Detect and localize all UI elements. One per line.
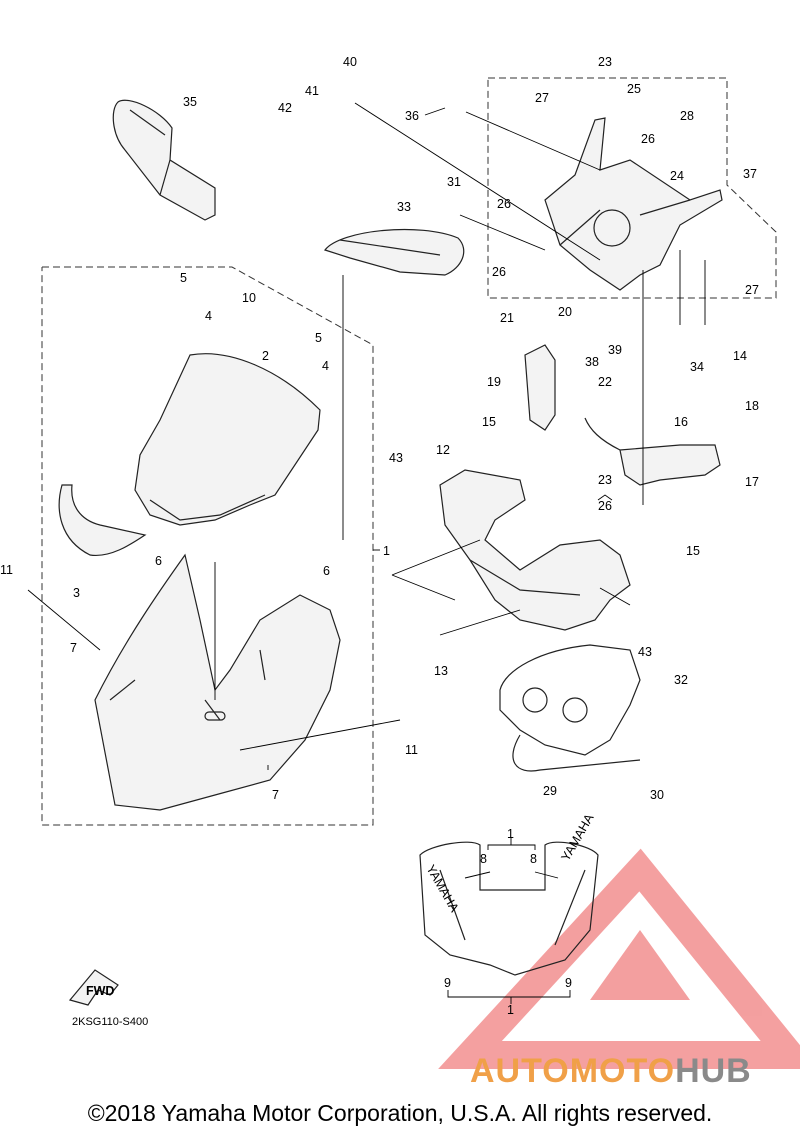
callout-13: 13 bbox=[434, 664, 448, 678]
inner-panel-part bbox=[58, 484, 147, 557]
callout-6-a: 6 bbox=[155, 554, 162, 568]
callout-40: 40 bbox=[343, 55, 357, 69]
callout-10: 10 bbox=[242, 291, 256, 305]
assembly-box-1 bbox=[41, 266, 374, 826]
callout-2: 2 bbox=[262, 349, 269, 363]
callout-3: 3 bbox=[73, 586, 80, 600]
sensor-bracket-part bbox=[584, 417, 721, 486]
callout-5-b: 5 bbox=[315, 331, 322, 345]
callout-1-c: 1 bbox=[507, 1003, 514, 1017]
brand-text-a: AUTOMOTO bbox=[470, 1052, 676, 1090]
callout-35: 35 bbox=[183, 95, 197, 109]
callout-6-b: 6 bbox=[323, 564, 330, 578]
callout-39: 39 bbox=[608, 343, 622, 357]
watermark-logo bbox=[438, 848, 800, 1069]
callout-29: 29 bbox=[543, 784, 557, 798]
callout-23-top: 23 bbox=[598, 55, 612, 69]
callout-14: 14 bbox=[733, 349, 747, 363]
callout-15-b: 15 bbox=[686, 544, 700, 558]
air-duct-part bbox=[524, 344, 556, 431]
upper-cowling-part bbox=[94, 553, 341, 811]
decal-yamaha-text-left: YAMAHA bbox=[423, 863, 461, 915]
exploded-parts-diagram: YAMAHA YAMAHA FWD 35 40 4 bbox=[0, 55, 800, 1069]
callout-38: 38 bbox=[585, 355, 599, 369]
callout-22: 22 bbox=[598, 375, 612, 389]
leader-lines bbox=[27, 102, 706, 1004]
callout-43-a: 43 bbox=[389, 451, 403, 465]
callout-5-a: 5 bbox=[180, 271, 187, 285]
callout-17: 17 bbox=[745, 475, 759, 489]
callout-labels: 35 40 41 42 36 23 27 25 28 26 24 37 31 3… bbox=[0, 55, 759, 1017]
callout-9-a: 9 bbox=[444, 976, 451, 990]
callout-11-b: 11 bbox=[405, 743, 418, 757]
callout-34: 34 bbox=[690, 360, 704, 374]
callout-27-bottom: 27 bbox=[745, 283, 759, 297]
callout-24: 24 bbox=[670, 169, 684, 183]
callout-18: 18 bbox=[745, 399, 759, 413]
callout-26-a: 26 bbox=[641, 132, 655, 146]
callout-30: 30 bbox=[650, 788, 664, 802]
callout-1-a: 1 bbox=[383, 544, 390, 558]
fwd-label: FWD bbox=[86, 984, 114, 998]
callout-31: 31 bbox=[447, 175, 461, 189]
callout-16: 16 bbox=[674, 415, 688, 429]
assembly-box-23 bbox=[487, 77, 777, 299]
mirror-part bbox=[112, 99, 216, 221]
callout-15-a: 15 bbox=[482, 415, 496, 429]
callout-9-b: 9 bbox=[565, 976, 572, 990]
callout-42: 42 bbox=[278, 101, 292, 115]
callout-21: 21 bbox=[500, 311, 514, 325]
watermark-brand: AUTOMOTOHUB bbox=[470, 1052, 752, 1091]
brand-text-b: HUB bbox=[675, 1052, 752, 1090]
callout-7-a: 7 bbox=[70, 641, 77, 655]
callout-41: 41 bbox=[305, 84, 319, 98]
callout-4-a: 4 bbox=[205, 309, 212, 323]
callout-12: 12 bbox=[436, 443, 450, 457]
callout-28: 28 bbox=[680, 109, 694, 123]
callout-8-a: 8 bbox=[480, 852, 487, 866]
callout-25: 25 bbox=[627, 82, 641, 96]
callout-8-b: 8 bbox=[530, 852, 537, 866]
callout-33: 33 bbox=[397, 200, 411, 214]
callout-11-a: 11 bbox=[0, 563, 13, 577]
callout-20: 20 bbox=[558, 305, 572, 319]
callout-23-mid: 23 bbox=[598, 473, 612, 487]
callout-37: 37 bbox=[743, 167, 757, 181]
callout-7-b: 7 bbox=[272, 788, 279, 802]
copyright-footer: ©2018 Yamaha Motor Corporation, U.S.A. A… bbox=[87, 1100, 713, 1126]
part-code: 2KSG110-S400 bbox=[72, 1016, 149, 1028]
turn-signal-part bbox=[324, 228, 465, 276]
windscreen-part bbox=[134, 353, 321, 526]
callout-26-b: 26 bbox=[497, 197, 511, 211]
fwd-arrow: FWD bbox=[68, 969, 119, 1006]
callout-26-d: 26 bbox=[598, 499, 612, 513]
callout-19: 19 bbox=[487, 375, 501, 389]
headlight-unit-part bbox=[499, 644, 641, 772]
callout-43-b: 43 bbox=[638, 645, 652, 659]
callout-1-b: 1 bbox=[507, 827, 514, 841]
callout-4-b: 4 bbox=[322, 359, 329, 373]
bracket-assembly-part bbox=[544, 117, 723, 291]
decal-yamaha-text-right: YAMAHA bbox=[558, 811, 596, 863]
inner-bracket-panel-part bbox=[439, 469, 631, 631]
callout-26-c: 26 bbox=[492, 265, 506, 279]
callout-32: 32 bbox=[674, 673, 688, 687]
callout-36: 36 bbox=[405, 109, 419, 123]
callout-27-top: 27 bbox=[535, 91, 549, 105]
